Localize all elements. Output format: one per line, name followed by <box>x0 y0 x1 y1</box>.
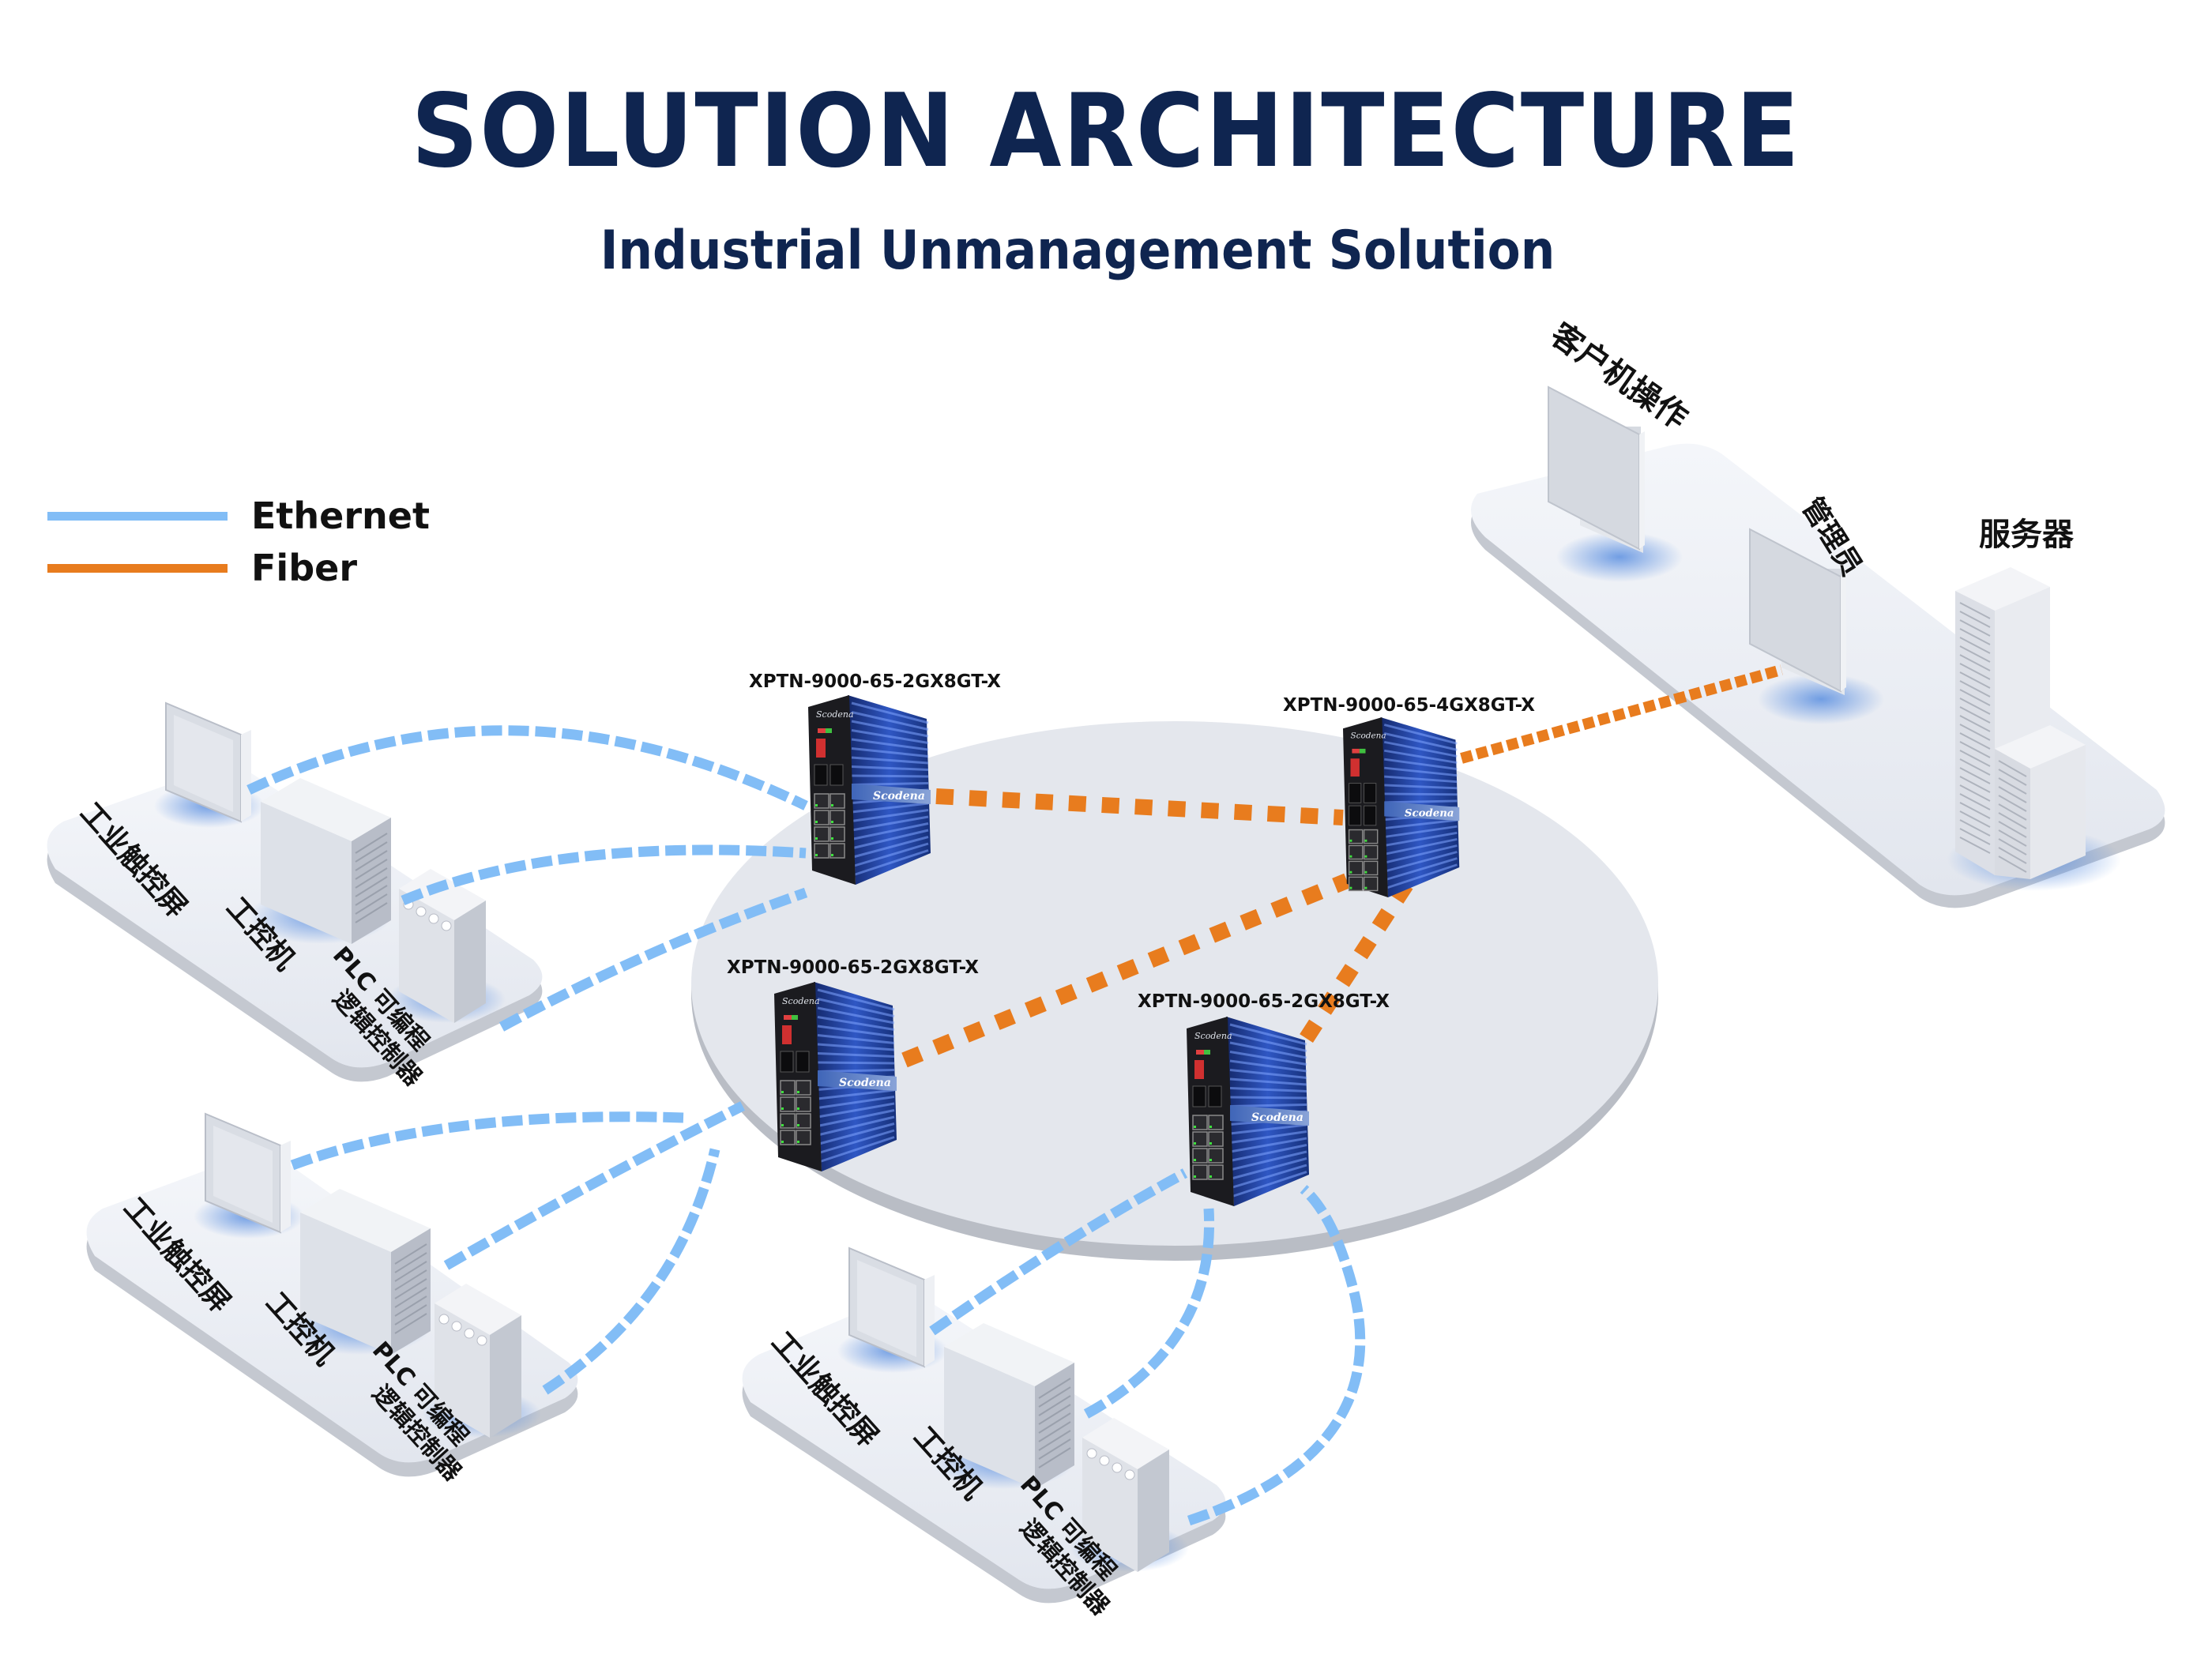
ethernet-line-swatch <box>47 511 228 521</box>
sfp-port <box>796 1051 810 1073</box>
brand-badge <box>852 784 931 804</box>
cluster-2-touchscreen <box>194 1112 304 1239</box>
sfp-port <box>1349 783 1362 803</box>
brand-badge-text: Scodena <box>839 1077 891 1089</box>
brand-logo: Scodena <box>782 996 820 1006</box>
rj45-port <box>1208 1131 1224 1147</box>
legend: Ethernet Fiber <box>47 490 430 594</box>
cluster-2-plc <box>423 1284 541 1438</box>
rj45-port <box>830 793 845 809</box>
cluster-2-ipc <box>288 1189 431 1355</box>
rj45-port <box>796 1096 811 1112</box>
fiber-sw1-sw2 <box>935 788 1344 825</box>
switch-model-label-sw2: XPTN-9000-65-4GX8GT-X <box>1283 695 1535 716</box>
cluster-1-touchscreen <box>154 701 265 828</box>
brand-badge <box>1230 1105 1309 1126</box>
rj45-port <box>796 1130 811 1145</box>
brand-badge-text: Scodena <box>1405 807 1454 819</box>
rj45-port <box>814 810 830 825</box>
cluster-3-ipc-link <box>1083 1208 1215 1419</box>
sfp-port <box>1208 1085 1222 1107</box>
rj45-port <box>1348 876 1364 892</box>
cluster-3-ipc <box>932 1323 1074 1489</box>
rj45-port <box>814 843 830 859</box>
rj45-port <box>1348 860 1364 876</box>
sfp-port <box>1364 783 1377 803</box>
cluster-1-ipc <box>249 778 391 944</box>
brand-badge <box>818 1070 897 1091</box>
cluster-3-plc <box>1070 1418 1189 1572</box>
client-monitor <box>1548 385 1683 582</box>
legend-item-ethernet: Ethernet <box>47 490 430 542</box>
sfp-port <box>1192 1085 1206 1107</box>
brand-logo: Scodena <box>816 709 854 720</box>
sfp-port <box>780 1051 794 1073</box>
switch-model-label-sw3: XPTN-9000-65-2GX8GT-X <box>727 957 979 978</box>
brand-logo: Scodena <box>1194 1031 1232 1041</box>
fiber-sw2-sw3 <box>901 873 1350 1068</box>
legend-label: Fiber <box>251 547 358 589</box>
brand-badge-text: Scodena <box>873 790 925 803</box>
sfp-port <box>814 764 828 786</box>
rj45-port <box>1208 1115 1224 1130</box>
legend-item-fiber: Fiber <box>47 542 430 594</box>
rj45-port <box>814 826 830 842</box>
rj45-port <box>796 1113 811 1129</box>
switch-model-label-sw4: XPTN-9000-65-2GX8GT-X <box>1138 991 1390 1012</box>
sfp-port <box>1349 805 1362 826</box>
rj45-port <box>1208 1148 1224 1164</box>
cluster-1-plc <box>387 869 506 1023</box>
cluster-3-plc-link <box>1187 1185 1366 1526</box>
cluster-2-ipc-link <box>443 1101 745 1270</box>
rj45-port <box>1363 844 1379 860</box>
page-subtitle: Industrial Unmanagement Solution <box>600 220 1556 282</box>
brand-badge <box>1384 801 1460 822</box>
legend-label: Ethernet <box>251 494 430 537</box>
rj45-port <box>780 1113 796 1129</box>
server-label: 服务器 <box>1979 517 2075 553</box>
rj45-port <box>814 793 830 809</box>
rj45-port <box>780 1080 796 1096</box>
sfp-port <box>830 764 844 786</box>
rj45-port <box>1192 1115 1208 1130</box>
rj45-port <box>830 843 845 859</box>
rj45-port <box>780 1130 796 1145</box>
rj45-port <box>830 826 845 842</box>
rj45-port <box>1348 829 1364 844</box>
brand-badge-text: Scodena <box>1251 1111 1304 1124</box>
cluster-3-touchscreen <box>837 1246 948 1373</box>
rj45-port <box>1192 1164 1208 1180</box>
rj45-port <box>1363 829 1379 844</box>
rj45-port <box>1363 876 1379 892</box>
rj45-port <box>1192 1148 1208 1164</box>
brand-logo: Scodena <box>1351 731 1386 741</box>
page-title: SOLUTION ARCHITECTURE <box>411 73 1801 190</box>
rj45-port <box>1192 1131 1208 1147</box>
switch-model-label-sw1: XPTN-9000-65-2GX8GT-X <box>749 671 1001 692</box>
fiber-line-swatch <box>47 563 228 573</box>
sfp-port <box>1364 805 1377 826</box>
server-rack <box>1947 567 2121 891</box>
rj45-port <box>1363 860 1379 876</box>
cluster-3-touchscreen-link <box>929 1168 1188 1336</box>
cluster-2-touchscreen-link <box>290 1111 684 1171</box>
rj45-port <box>1348 844 1364 860</box>
fiber-sw2-admin <box>1460 664 1783 764</box>
rj45-port <box>796 1080 811 1096</box>
cluster-1-plc-link <box>498 887 808 1032</box>
rj45-port <box>1208 1164 1224 1180</box>
rj45-port <box>830 810 845 825</box>
cluster-1-touchscreen-link <box>246 725 808 810</box>
rj45-port <box>780 1096 796 1112</box>
admin-monitor <box>1749 528 1884 724</box>
cluster-2-plc-link <box>542 1148 720 1395</box>
cluster-1-ipc-link <box>401 844 807 905</box>
